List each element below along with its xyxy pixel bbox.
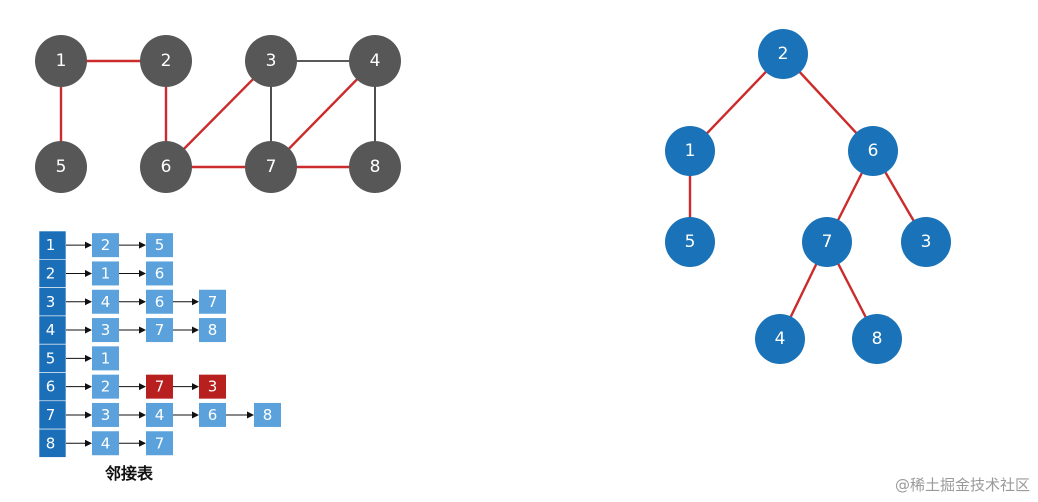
- list-cell-label: 1: [101, 349, 111, 367]
- list-cell: [146, 289, 173, 314]
- tree-node-6: [848, 126, 898, 176]
- graph-node-label-8: 8: [370, 157, 381, 177]
- list-cell: [92, 374, 119, 399]
- list-cell: [92, 431, 119, 456]
- tree-node-8: [852, 314, 902, 364]
- list-head-label-7: 7: [46, 406, 56, 424]
- graph-node-7: [245, 141, 297, 193]
- list-cell-label: 6: [155, 264, 165, 282]
- graph-node-5: [35, 141, 87, 193]
- graph-node-3: [245, 35, 297, 87]
- tree-node-label-2: 2: [778, 44, 789, 64]
- list-cell-label: 6: [208, 406, 218, 424]
- tree-node-5: [665, 217, 715, 267]
- graph-node-label-1: 1: [56, 51, 67, 71]
- graph-node-label-3: 3: [266, 51, 277, 71]
- list-cell-label: 4: [155, 406, 165, 424]
- tree-node-label-7: 7: [822, 232, 833, 252]
- list-head-label-2: 2: [46, 264, 56, 282]
- list-cell-label: 3: [101, 321, 111, 339]
- adjacency-list-caption: 邻接表: [105, 464, 154, 483]
- graph-node-label-2: 2: [161, 51, 172, 71]
- graph-node-label-7: 7: [266, 157, 277, 177]
- list-cell: [92, 289, 119, 314]
- graph-node-4: [349, 35, 401, 87]
- list-cell-label: 7: [155, 321, 165, 339]
- adjacency-list: 1 2 5 2 1 6 3 4 6 7 4 3 7 8 5 1 6 2 7 3 7 3 4 6 8 8 4 7: [38, 230, 281, 458]
- list-head-label-8: 8: [46, 434, 56, 452]
- undirected-graph: 1 2 3 4 5 6 7 8: [35, 35, 401, 193]
- list-cell-label: 6: [155, 293, 165, 311]
- list-cell: [254, 402, 281, 427]
- list-cell-label: 1: [101, 264, 111, 282]
- list-head-cell-2: [38, 258, 67, 288]
- list-cell-label: 8: [263, 406, 273, 424]
- list-cell-label: 7: [155, 378, 165, 396]
- list-head-cell-1: [38, 230, 67, 260]
- list-head-label-6: 6: [46, 378, 56, 396]
- spanning-tree: 2 1 6 5 7 3 4 8: [665, 29, 951, 364]
- tree-node-label-6: 6: [868, 141, 879, 161]
- list-cell: [92, 402, 119, 427]
- list-cell: [92, 261, 119, 286]
- list-cell: [92, 318, 119, 343]
- list-cell: [146, 261, 173, 286]
- graph-node-8: [349, 141, 401, 193]
- graph-node-label-6: 6: [161, 157, 172, 177]
- list-cell-label: 3: [101, 406, 111, 424]
- list-head-label-5: 5: [46, 349, 56, 367]
- list-head-label-1: 1: [46, 236, 56, 254]
- graph-node-6: [140, 141, 192, 193]
- list-cell-label: 2: [101, 236, 111, 254]
- list-cell: [146, 431, 173, 456]
- tree-node-label-3: 3: [921, 232, 932, 252]
- tree-node-label-8: 8: [872, 329, 883, 349]
- graph-node-2: [140, 35, 192, 87]
- list-cell: [146, 402, 173, 427]
- tree-node-label-1: 1: [685, 141, 696, 161]
- list-cell: [92, 233, 119, 258]
- list-cell: [146, 233, 173, 258]
- watermark: @稀土掘金技术社区: [895, 476, 1030, 494]
- tree-node-label-4: 4: [775, 329, 786, 349]
- tree-node-2: [758, 29, 808, 79]
- graph-node-label-4: 4: [370, 51, 381, 71]
- list-head-label-3: 3: [46, 293, 56, 311]
- list-cell-label: 4: [101, 293, 111, 311]
- list-cell-label: 4: [101, 434, 111, 452]
- list-cell: [92, 346, 119, 371]
- list-cell-label: 7: [208, 293, 218, 311]
- list-cell-label: 8: [208, 321, 218, 339]
- list-cell: [199, 318, 226, 343]
- list-cell-label: 5: [155, 236, 165, 254]
- list-cell: [199, 289, 226, 314]
- list-cell-label: 7: [155, 434, 165, 452]
- tree-node-3: [901, 217, 951, 267]
- graph-node-label-5: 5: [56, 157, 67, 177]
- list-cell-label: 3: [208, 378, 218, 396]
- tree-node-7: [802, 217, 852, 267]
- list-head-cell-6: [38, 372, 67, 402]
- list-cell-marked: [146, 374, 173, 399]
- graph-node-1: [35, 35, 87, 87]
- tree-node-4: [755, 314, 805, 364]
- list-cell-label: 2: [101, 378, 111, 396]
- list-cell: [199, 402, 226, 427]
- tree-node-label-5: 5: [685, 232, 696, 252]
- list-head-label-4: 4: [46, 321, 56, 339]
- list-cell: [146, 318, 173, 343]
- list-head-cell-4: [38, 315, 67, 345]
- tree-node-1: [665, 126, 715, 176]
- list-cell-marked: [199, 374, 226, 399]
